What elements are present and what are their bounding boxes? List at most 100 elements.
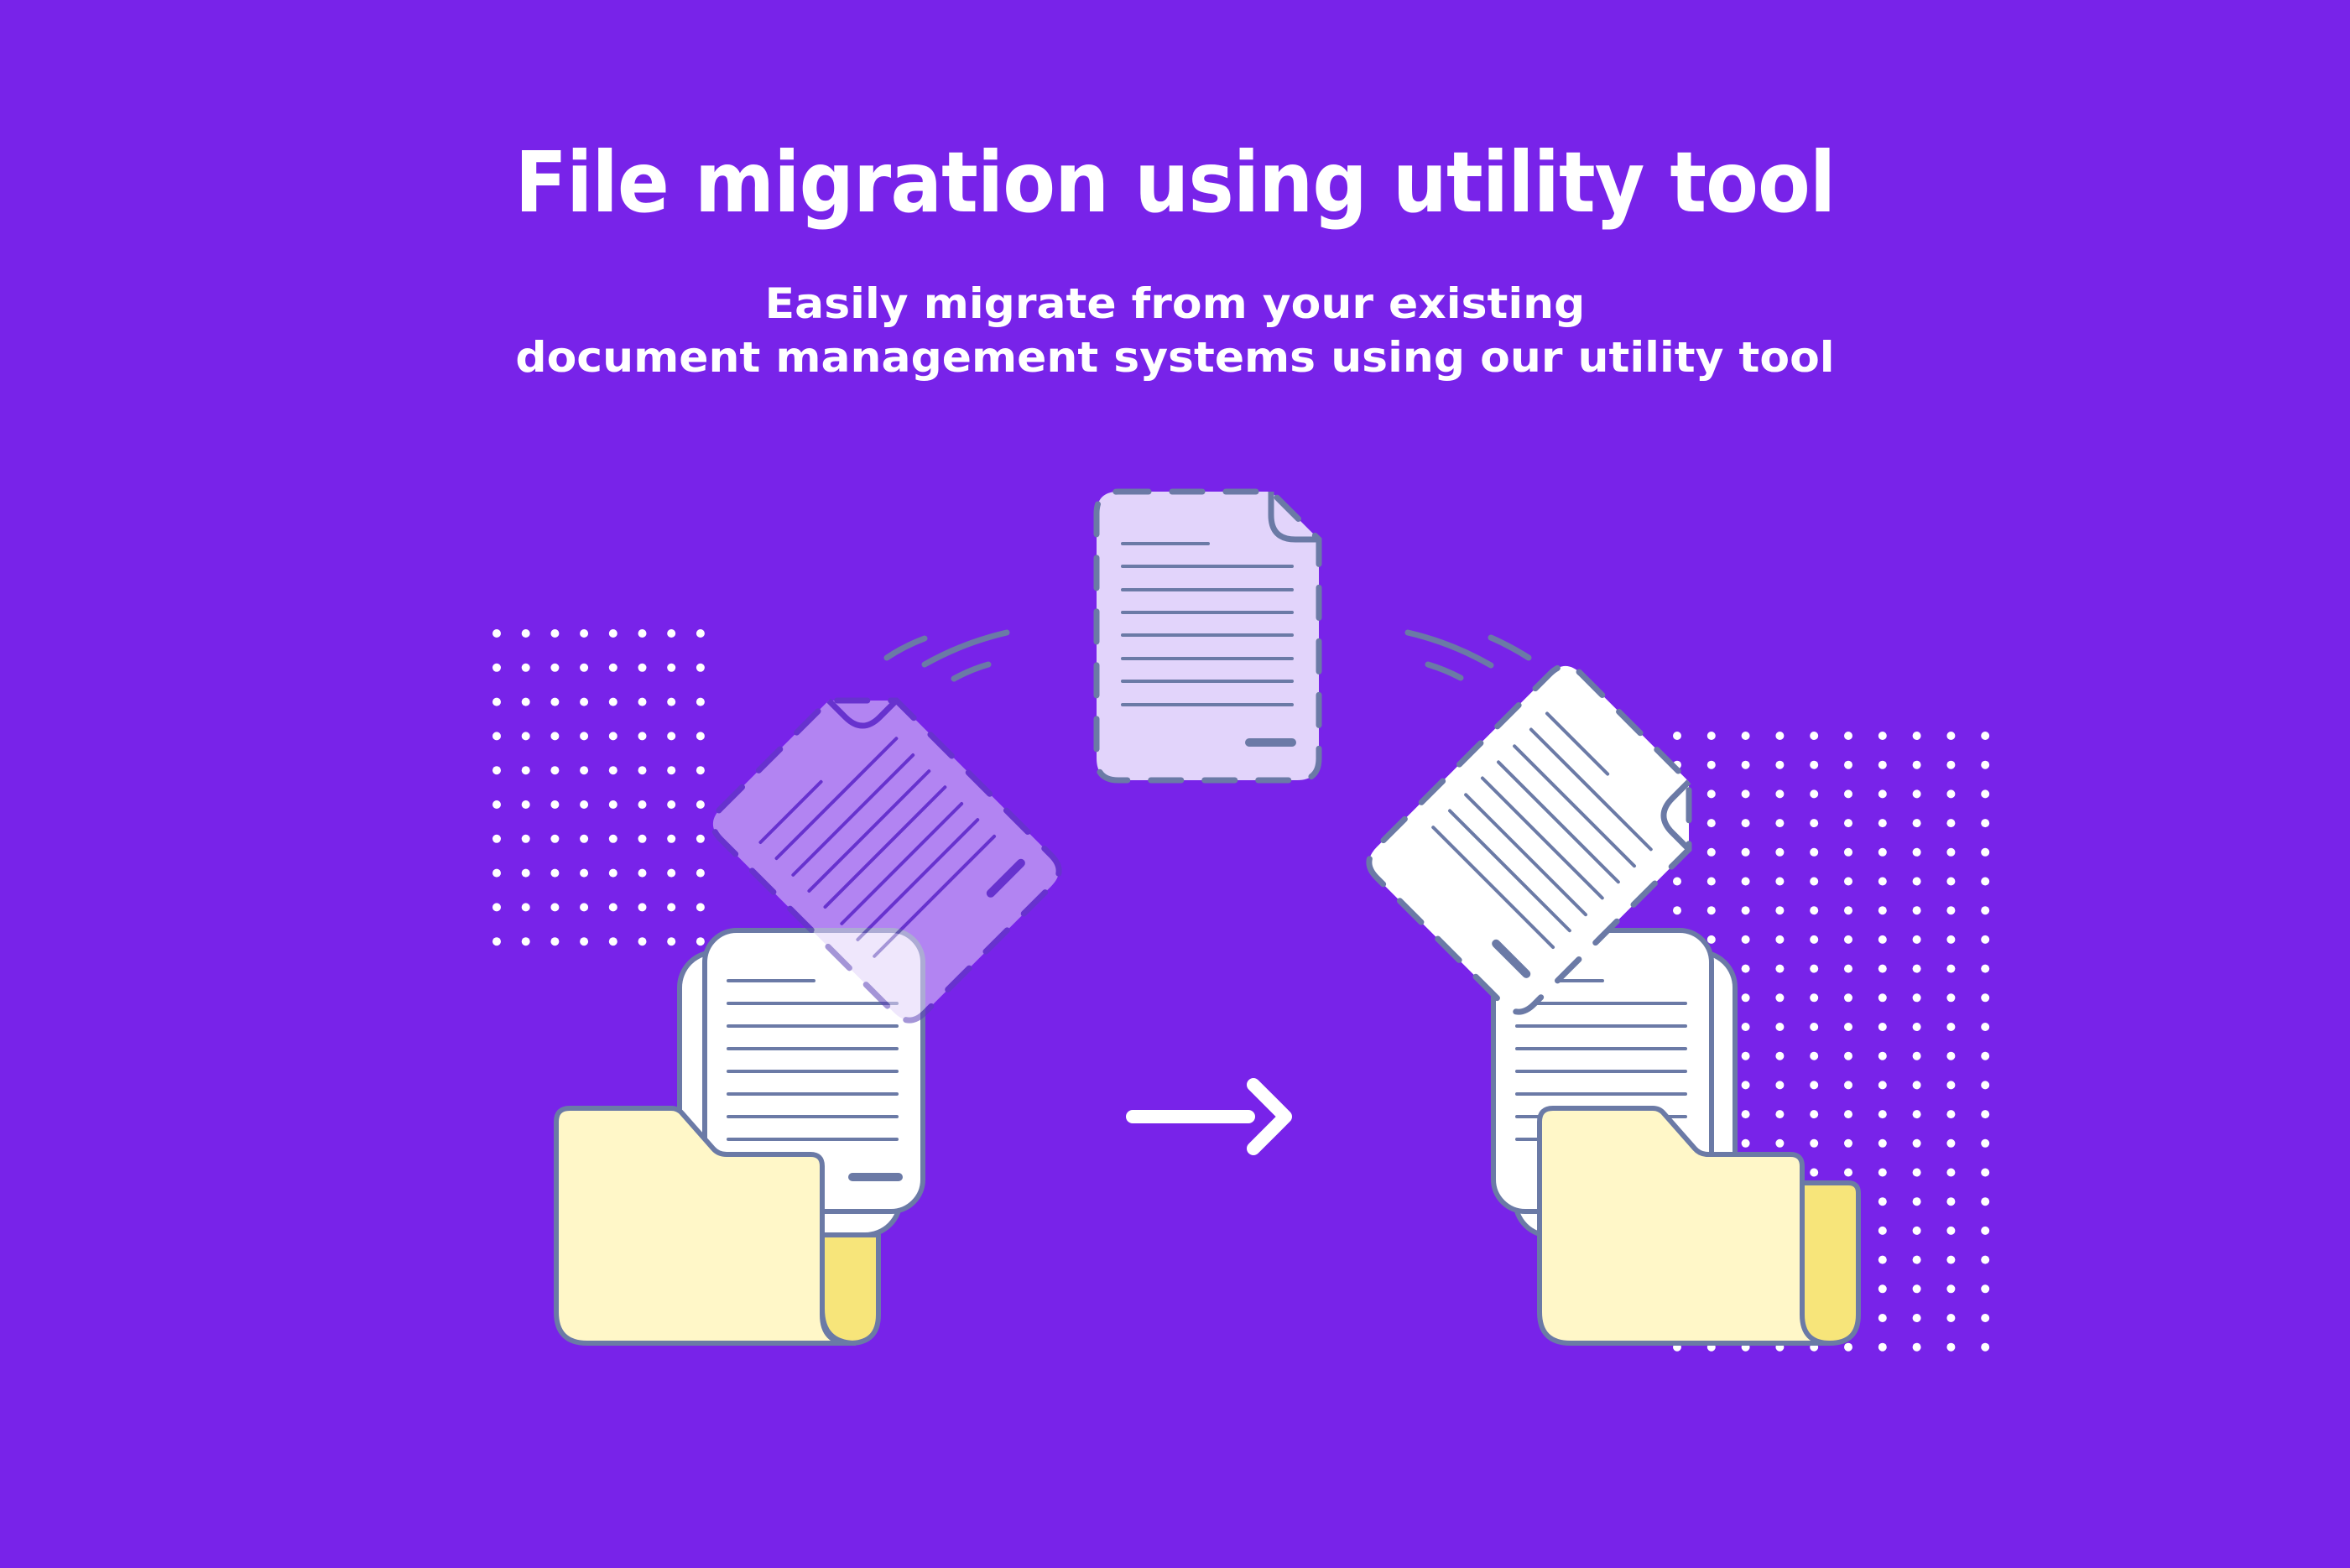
- decorative-dot: [1844, 1138, 1852, 1148]
- decorative-dot: [1946, 847, 1956, 857]
- decorative-dot: [1912, 1255, 1921, 1264]
- decorative-dot: [1741, 877, 1750, 886]
- decorative-dot: [1981, 847, 1990, 857]
- decorative-dot: [550, 903, 560, 912]
- decorative-dot: [667, 868, 676, 878]
- decorative-dot: [1706, 906, 1716, 915]
- document-in-transit-center-icon: [1097, 492, 1319, 780]
- decorative-dot: [492, 937, 501, 946]
- decorative-dot: [1912, 732, 1921, 740]
- decorative-dot: [696, 937, 705, 946]
- decorative-dot: [1741, 732, 1750, 740]
- decorative-dot: [667, 937, 676, 946]
- decorative-dot: [1775, 993, 1785, 1003]
- decorative-dot: [521, 937, 530, 946]
- decorative-dot: [1981, 935, 1990, 944]
- decorative-dot: [1946, 1168, 1956, 1177]
- decorative-dot: [608, 629, 617, 638]
- decorative-dot: [1775, 1051, 1785, 1060]
- decorative-dot: [492, 697, 501, 706]
- decorative-dot: [1741, 760, 1750, 769]
- decorative-dot: [1912, 935, 1921, 944]
- decorative-dot: [1912, 1168, 1921, 1177]
- decorative-dot: [1741, 993, 1750, 1003]
- decorative-dot: [667, 766, 676, 775]
- decorative-dot: [580, 732, 589, 741]
- decorative-dot: [1912, 1284, 1921, 1294]
- decorative-dot: [608, 663, 617, 672]
- decorative-dot: [492, 903, 501, 912]
- decorative-dot: [1775, 789, 1785, 799]
- decorative-dot: [1878, 760, 1887, 769]
- decorative-dot: [1810, 1138, 1819, 1148]
- decorative-dot: [1810, 1081, 1819, 1090]
- decorative-dot: [1878, 1138, 1887, 1148]
- decorative-dot: [1741, 935, 1750, 944]
- decorative-dot: [696, 663, 705, 672]
- decorative-dot: [1981, 906, 1990, 915]
- decorative-dot: [1844, 789, 1852, 799]
- decorative-dot: [1844, 964, 1852, 973]
- decorative-dot: [1912, 847, 1921, 857]
- decorative-dot: [1878, 1168, 1887, 1177]
- decorative-dot: [1810, 877, 1819, 886]
- document-leaving-icon: [706, 667, 1067, 1029]
- decorative-dot: [667, 800, 676, 809]
- decorative-dot: [550, 800, 560, 809]
- motion-lines-left: [883, 629, 1010, 682]
- decorative-dot: [638, 697, 647, 706]
- decorative-dot: [550, 834, 560, 843]
- decorative-dot: [1878, 732, 1887, 740]
- decorative-dot: [667, 697, 676, 706]
- decorative-dot: [1810, 993, 1819, 1003]
- decorative-dot: [1981, 1255, 1990, 1264]
- decorative-dot: [521, 629, 530, 638]
- decorative-dot: [1946, 1051, 1956, 1060]
- decorative-dot: [521, 697, 530, 706]
- decorative-dot: [1706, 877, 1716, 886]
- decorative-dot: [608, 732, 617, 741]
- decorative-dot: [1878, 1023, 1887, 1031]
- decorative-dot: [580, 834, 589, 843]
- decorative-dot: [1775, 964, 1785, 973]
- decorative-dot: [1946, 1110, 1956, 1119]
- decorative-dot: [1706, 732, 1716, 740]
- decorative-dot: [1810, 1168, 1819, 1177]
- decorative-dot: [1844, 847, 1852, 857]
- decorative-dot: [1706, 819, 1716, 828]
- subtitle-line-2: document management systems using our ut…: [515, 333, 1835, 382]
- decorative-dot: [1981, 1138, 1990, 1148]
- decorative-dot: [1912, 1051, 1921, 1060]
- decorative-dot: [696, 629, 705, 638]
- decorative-dot: [696, 697, 705, 706]
- decorative-dot: [1810, 1110, 1819, 1119]
- decorative-dot: [608, 697, 617, 706]
- decorative-dot: [1912, 819, 1921, 828]
- decorative-dot: [1878, 1110, 1887, 1119]
- subtitle-line-1: Easily migrate from your existing: [764, 279, 1586, 328]
- decorative-dot: [1810, 1051, 1819, 1060]
- decorative-dot: [1981, 789, 1990, 799]
- decorative-dot: [1810, 760, 1819, 769]
- decorative-dot: [1741, 1138, 1750, 1148]
- decorative-dot: [638, 800, 647, 809]
- decorative-dot: [1844, 1110, 1852, 1119]
- decorative-dot: [1946, 906, 1956, 915]
- decorative-dot: [492, 766, 501, 775]
- decorative-dot: [550, 697, 560, 706]
- decorative-dot: [1912, 1081, 1921, 1090]
- decorative-dot: [521, 732, 530, 741]
- decorative-dot: [638, 937, 647, 946]
- decorative-dot: [1810, 789, 1819, 799]
- decorative-dot: [1878, 1197, 1887, 1206]
- decorative-dot: [696, 732, 705, 741]
- decorative-dot: [1981, 1342, 1990, 1352]
- decorative-dot: [1946, 1342, 1956, 1352]
- decorative-dot: [1912, 1110, 1921, 1119]
- decorative-dot: [1981, 1284, 1990, 1294]
- decorative-dot: [1878, 847, 1887, 857]
- decorative-dot: [638, 868, 647, 878]
- decorative-dot: [1775, 1023, 1785, 1031]
- decorative-dot: [1946, 732, 1956, 740]
